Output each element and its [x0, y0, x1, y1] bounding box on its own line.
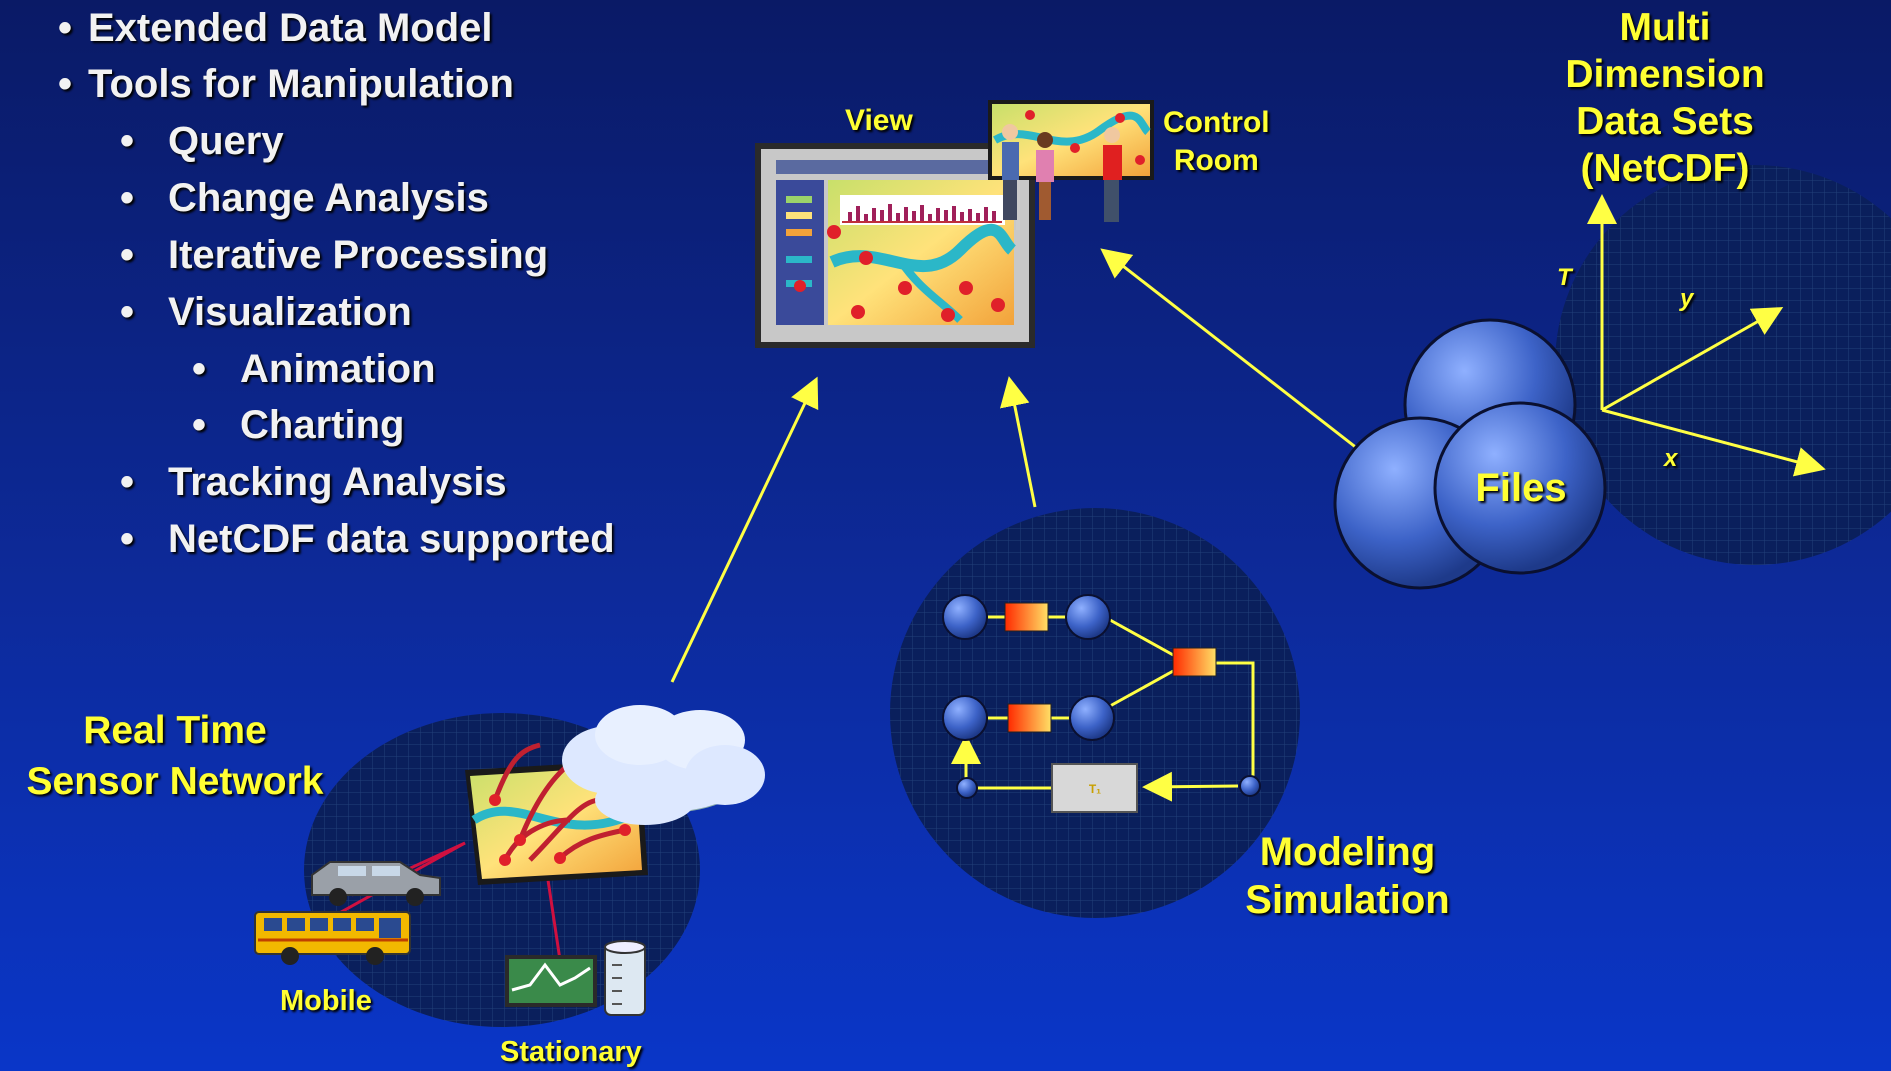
- timer-label: T₁: [1089, 782, 1101, 796]
- bullet-item: •NetCDF data supported: [120, 517, 615, 561]
- sensor-network-label: Real Time Sensor Network: [26, 709, 324, 803]
- files-icon: [1333, 318, 1607, 590]
- model-network: [942, 594, 1261, 813]
- multi-dimension-label: Multi Dimension Data Sets (NetCDF): [1565, 6, 1765, 190]
- sensor-to-view-arrow: [670, 376, 819, 683]
- bullet-item: •Visualization: [120, 290, 412, 334]
- axis-y-label: y: [1680, 285, 1694, 312]
- bullet-item: •Change Analysis: [120, 176, 489, 220]
- mobile-label: Mobile: [280, 985, 372, 1017]
- view-label: View: [845, 104, 913, 137]
- bullet-item: •Charting: [192, 403, 405, 447]
- car-icon: [311, 861, 441, 906]
- axis-t-label: T: [1557, 264, 1572, 291]
- axis-x-label: x: [1664, 445, 1678, 472]
- bullet-item: •Query: [120, 119, 284, 163]
- axes-diagram: [1587, 194, 1826, 477]
- monitor-icon: [755, 143, 1035, 348]
- bullet-item: •Extended Data Model: [58, 6, 493, 50]
- modeling-simulation-label: Modeling Simulation: [1245, 830, 1450, 922]
- cloud-icon: [562, 705, 765, 825]
- bullet-item: •Animation: [192, 347, 436, 391]
- files-label: Files: [1475, 466, 1567, 510]
- chart-recorder-icon: [505, 955, 597, 1007]
- stationary-label: Stationary: [500, 1036, 642, 1068]
- bus-icon: [254, 911, 411, 965]
- model-to-view-arrow: [999, 376, 1037, 508]
- data-sets-circle: [1555, 165, 1891, 565]
- bullet-item: •Tools for Manipulation: [58, 62, 514, 106]
- control-room-icon: [988, 100, 1154, 230]
- control-room-label: Control Room: [1163, 106, 1270, 177]
- bullet-item: •Tracking Analysis: [120, 460, 507, 504]
- beaker-icon: [604, 940, 646, 1016]
- files-to-control-room-arrow: [1100, 248, 1386, 472]
- bullet-item: •Iterative Processing: [120, 233, 549, 277]
